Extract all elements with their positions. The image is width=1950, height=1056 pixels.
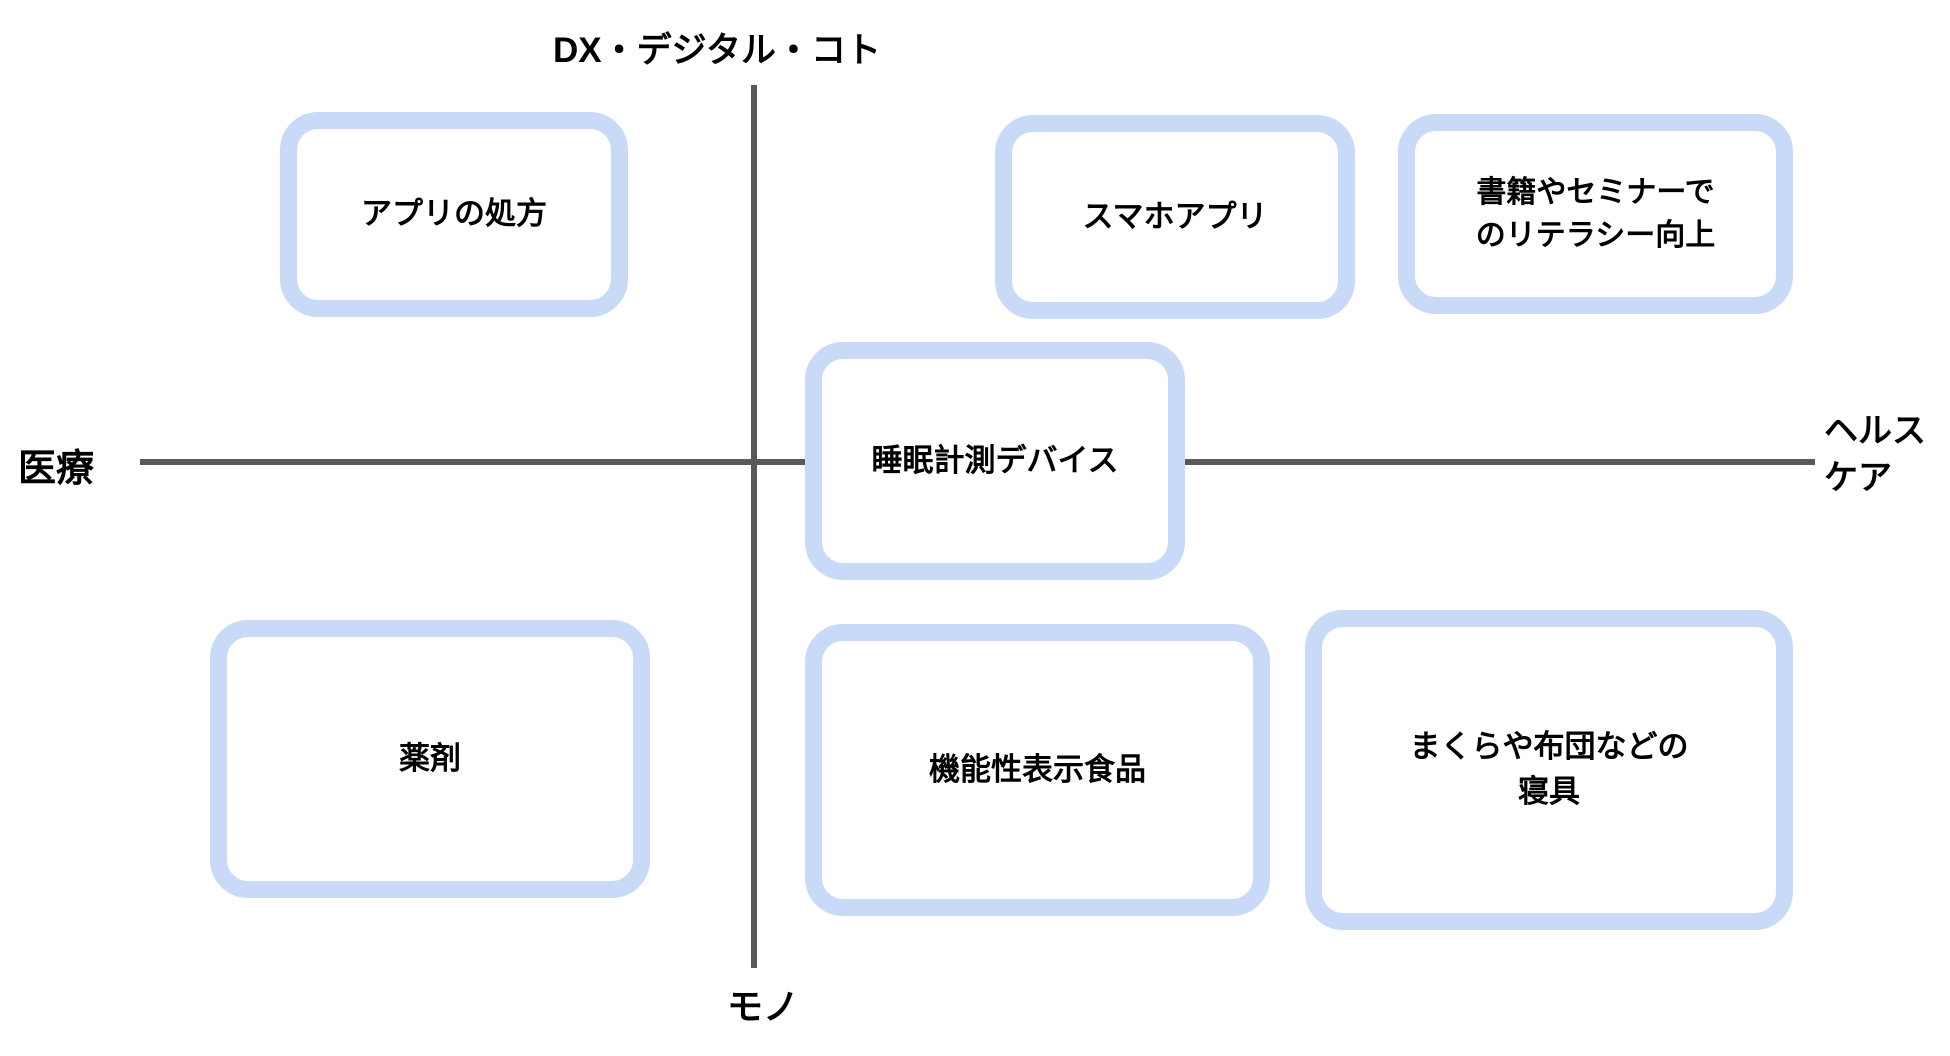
box-books-seminars-literacy: 書籍やセミナーで のリテラシー向上 — [1398, 114, 1793, 314]
box-functional-foods: 機能性表示食品 — [805, 624, 1270, 916]
axis-label-top: DX・デジタル・コト — [553, 31, 881, 70]
axis-label-left: 医療 — [18, 448, 95, 490]
box-smartphone-app: スマホアプリ — [995, 115, 1355, 319]
axis-label-right: ヘルス ケア — [1824, 412, 1926, 497]
box-sleep-measurement-device: 睡眠計測デバイス — [805, 342, 1185, 580]
vertical-axis-line — [751, 85, 757, 968]
box-drugs: 薬剤 — [210, 620, 650, 898]
axis-label-bottom: モノ — [726, 986, 799, 1027]
box-bedding: まくらや布団などの 寝具 — [1305, 610, 1793, 930]
box-app-prescription: アプリの処方 — [280, 112, 628, 317]
